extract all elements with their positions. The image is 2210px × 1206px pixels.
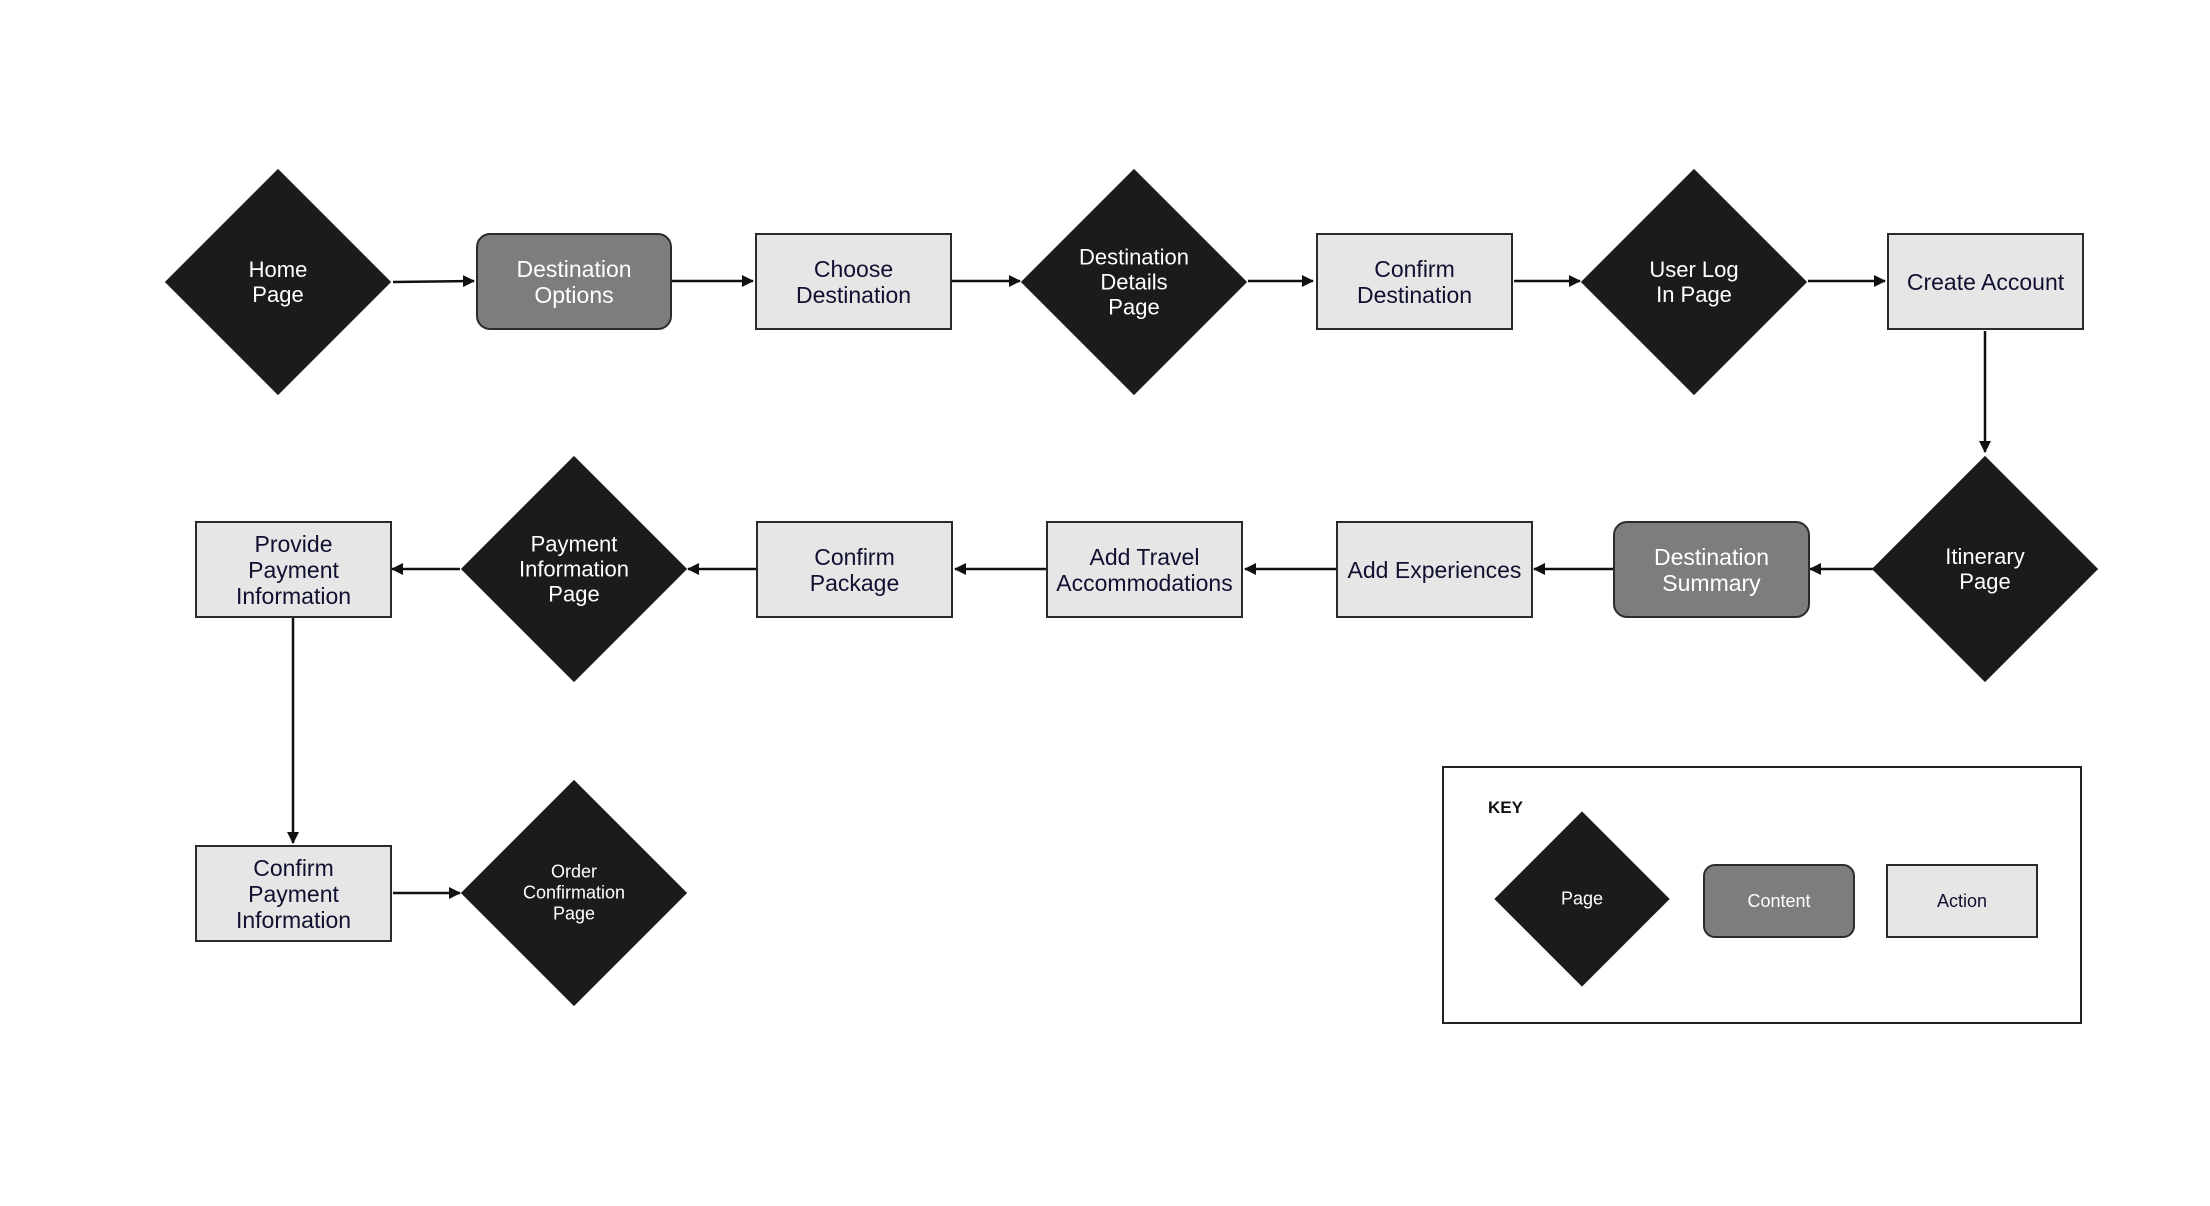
destination-summary-node: Destination Summary	[1613, 521, 1810, 618]
legend-box	[1442, 766, 2082, 1024]
node-label: User Log In Page	[1649, 257, 1739, 307]
node-label: Home Page	[248, 257, 308, 307]
legend-content-item: Content	[1703, 864, 1855, 938]
legend-page-label: Page	[1560, 888, 1604, 909]
node-label: Destination Details Page	[1078, 244, 1190, 320]
confirm-destination-node: Confirm Destination	[1316, 233, 1513, 330]
node-label: Payment Information Page	[518, 531, 630, 607]
legend-action-item: Action	[1886, 864, 2038, 938]
node-label: Itinerary Page	[1945, 544, 2025, 594]
add-travel-accommodations-node: Add Travel Accommodations	[1046, 521, 1243, 618]
add-experiences-node: Add Experiences	[1336, 521, 1533, 618]
create-account-node: Create Account	[1887, 233, 2084, 330]
confirm-payment-information-node: Confirm Payment Information	[195, 845, 392, 942]
destination-options-node: Destination Options	[476, 233, 672, 330]
provide-payment-information-node: Provide Payment Information	[195, 521, 392, 618]
confirm-package-node: Confirm Package	[756, 521, 953, 618]
legend-title: KEY	[1488, 798, 1523, 817]
node-label: Order Confirmation Page	[522, 861, 626, 924]
choose-destination-node: Choose Destination	[755, 233, 952, 330]
arrow-home-to-destination-options	[392, 275, 475, 288]
